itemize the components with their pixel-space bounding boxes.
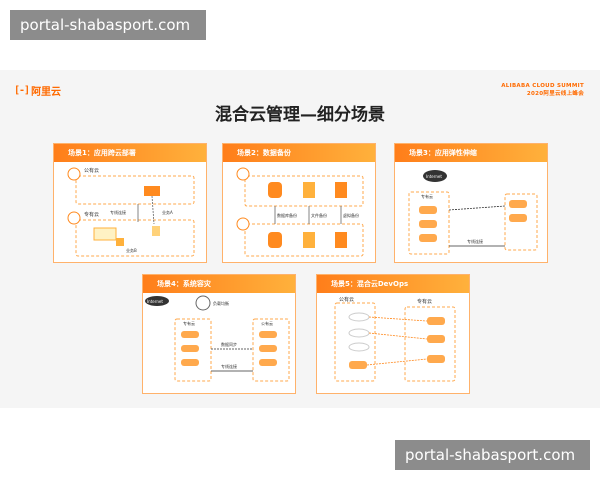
dns-label: 负载均衡 [213, 300, 229, 306]
scenario-card-1-title: 场景1：应用跨云部署 [54, 144, 206, 162]
private-line-label: 专线连接 [467, 238, 483, 244]
private-line-label: 专线连接 [221, 363, 237, 369]
database-icon-private [268, 232, 282, 248]
dr-app-1 [259, 331, 277, 338]
scenario-card-2-title: 场景2：数据备份 [223, 144, 375, 162]
internet-label: Internet [147, 299, 163, 304]
primary-app-2 [181, 345, 199, 352]
public-cloud-icon [67, 167, 81, 181]
public-cloud-label: 公有云 [261, 320, 273, 326]
scenario-3-diagram: Internet 专有云 专线连接 [408, 170, 538, 255]
private-cloud-label: 专有云 [421, 193, 433, 199]
summit-label: ALIBABA CLOUD SUMMIT 2020阿里云线上峰会 [501, 82, 584, 98]
app-box-2 [419, 220, 437, 228]
primary-app-1 [181, 331, 199, 338]
public-cloud-icon [236, 167, 250, 181]
primary-app-3 [181, 359, 199, 366]
scenario-2-diagram: 数据库备份 文件备份 虚拟备份 [236, 167, 364, 257]
private-cloud-label: 专有云 [417, 298, 432, 305]
env-ellipse-2 [348, 328, 370, 338]
scenario-card-3-title: 场景3：应用弹性伸缩 [395, 144, 547, 162]
private-cloud-label: 专有云 [84, 211, 99, 218]
env-ellipse-1 [348, 312, 370, 322]
biz-a-label: 业务A [162, 209, 173, 215]
private-app-2 [427, 335, 445, 343]
scenario-card-1: 场景1：应用跨云部署 公有云 专有云 专线连接 业务A 业务B [53, 143, 207, 263]
scenario-5-diagram: 公有云 专有云 [334, 296, 456, 382]
db-icon [116, 238, 124, 246]
dr-app-2 [259, 345, 277, 352]
alibaba-cloud-logo: [-] 阿里云 [14, 83, 61, 98]
vm-icon [335, 182, 347, 198]
scenario-1-diagram: 公有云 专有云 专线连接 业务A 业务B [67, 167, 195, 257]
private-cloud-icon [67, 211, 81, 225]
vm-icon-private [335, 232, 347, 248]
env-ellipse-3 [348, 342, 370, 352]
vm-backup-label: 虚拟备份 [343, 212, 359, 218]
scenario-4-diagram: Internet 负载均衡 专有云 公有云 数据同步 专线连接 [145, 295, 290, 382]
summit-line2: 2020阿里云线上峰会 [526, 91, 584, 97]
app-box-3 [419, 234, 437, 242]
biz-b-label: 业务B [126, 247, 137, 253]
app-box-icon [144, 186, 160, 196]
slide: [-] 阿里云 ALIBABA CLOUD SUMMIT 2020阿里云线上峰会… [0, 70, 600, 408]
scenario-card-2: 场景2：数据备份 数据库备份 文件备份 虚拟备份 [222, 143, 376, 263]
logo-text: 阿里云 [31, 87, 62, 98]
database-icon [268, 182, 282, 198]
file-icon [303, 182, 315, 198]
scenario-card-5: 场景5：混合云DevOps 公有云 专有云 [316, 274, 470, 394]
public-app-box [349, 361, 367, 369]
internet-label: Internet [426, 174, 442, 179]
scenario-card-5-title: 场景5：混合云DevOps [317, 275, 469, 293]
logo-mark-icon: [-] [14, 85, 30, 96]
dns-cloud-icon [195, 295, 211, 311]
watermark-top: portal-shabasport.com [10, 10, 206, 40]
scenario-card-4-title: 场景4：系统容灾 [143, 275, 295, 293]
data-sync-label: 数据同步 [221, 341, 237, 347]
private-app-1 [427, 317, 445, 325]
public-cloud-label: 公有云 [339, 296, 354, 303]
scenario-card-3: 场景3：应用弹性伸缩 Internet 专有云 专线连接 [394, 143, 548, 263]
file-backup-label: 文件备份 [311, 212, 327, 218]
private-app-3 [427, 355, 445, 363]
private-cloud-icon [236, 217, 250, 231]
elastic-box-2 [509, 214, 527, 222]
bucket-icon [152, 226, 160, 236]
elastic-box-1 [509, 200, 527, 208]
db-backup-label: 数据库备份 [277, 212, 297, 218]
app-a-box [93, 227, 117, 241]
watermark-bottom: portal-shabasport.com [395, 440, 590, 470]
slide-title: 混合云管理—细分场景 [215, 105, 385, 125]
internet-cloud-icon [145, 296, 169, 306]
scenario-card-4: 场景4：系统容灾 Internet 负载均衡 专有云 公有云 数据同步 专 [142, 274, 296, 394]
private-cloud-label: 专有云 [183, 320, 195, 326]
file-icon-private [303, 232, 315, 248]
internet-cloud-icon [423, 170, 447, 182]
app-box-1 [419, 206, 437, 214]
dr-app-3 [259, 359, 277, 366]
public-cloud-label: 公有云 [84, 167, 99, 174]
private-line-label: 专线连接 [110, 209, 126, 215]
summit-line1: ALIBABA CLOUD SUMMIT [501, 83, 584, 89]
